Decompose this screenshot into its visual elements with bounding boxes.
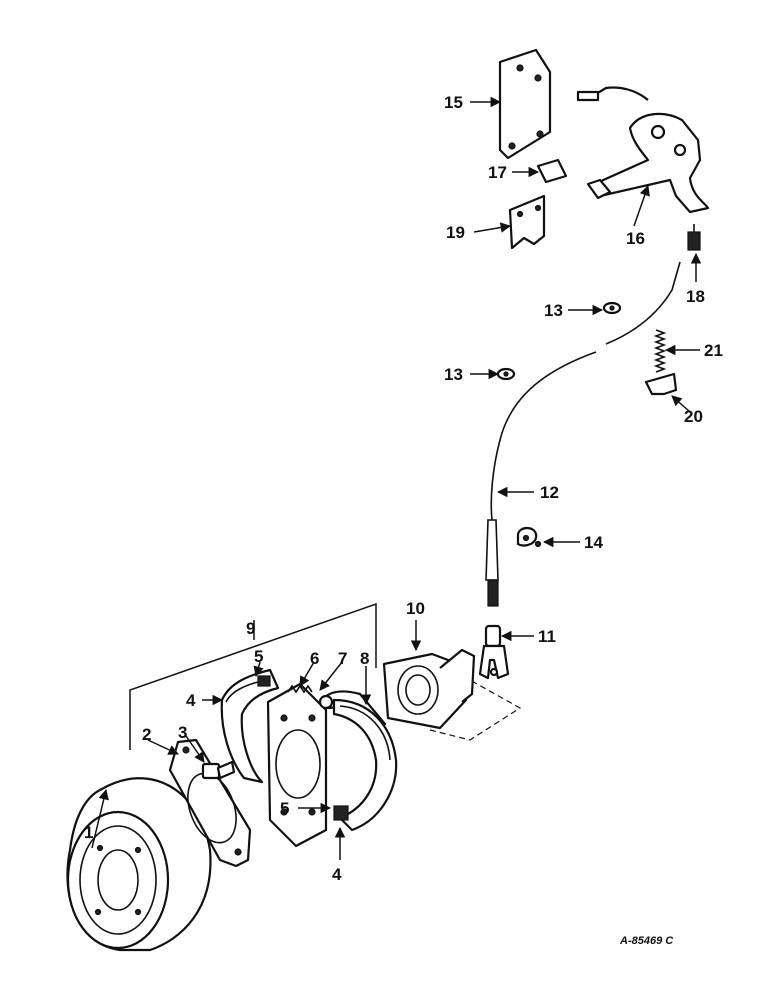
backing-plate xyxy=(266,682,328,848)
callout-10: 10 xyxy=(406,599,425,618)
pedal-assembly xyxy=(576,86,710,214)
clevis xyxy=(478,624,510,680)
cable-clamp xyxy=(516,526,542,548)
callout-3: 3 xyxy=(178,723,187,742)
callout-19: 19 xyxy=(446,223,465,242)
callout-21: 21 xyxy=(704,341,723,360)
callout-11: 11 xyxy=(538,627,556,646)
callout-labels: 1 2 3 4 4 5 5 6 7 8 9 10 11 12 13 13 14 … xyxy=(84,93,723,884)
callout-5b: 5 xyxy=(280,799,289,818)
bracket xyxy=(508,194,546,250)
lower-brake-shoe xyxy=(332,698,398,832)
callout-15: 15 xyxy=(444,93,463,112)
gasket xyxy=(168,738,252,868)
cable-end-fitting xyxy=(687,224,701,251)
mounting-plate xyxy=(498,48,552,160)
housing xyxy=(382,648,476,730)
callout-13b: 13 xyxy=(444,365,463,384)
callout-5a: 5 xyxy=(254,647,263,666)
callout-13a: 13 xyxy=(544,301,563,320)
callout-16: 16 xyxy=(626,229,645,248)
cable-clip-lower xyxy=(496,367,516,381)
callout-9: 9 xyxy=(246,619,255,638)
callout-7: 7 xyxy=(338,649,347,668)
spring-bracket xyxy=(644,372,678,396)
callout-8: 8 xyxy=(360,649,369,668)
callout-6: 6 xyxy=(310,649,319,668)
brake-cable xyxy=(485,261,681,607)
pedal-pad xyxy=(536,158,568,184)
callout-20: 20 xyxy=(684,407,703,426)
bolt xyxy=(201,760,236,780)
callout-4a: 4 xyxy=(186,691,196,710)
callout-4b: 4 xyxy=(332,865,342,884)
callout-18: 18 xyxy=(686,287,705,306)
callout-1: 1 xyxy=(84,823,93,842)
return-spring xyxy=(653,329,667,373)
cable-clip-upper xyxy=(602,301,622,315)
callout-2: 2 xyxy=(142,725,151,744)
leader-lines xyxy=(91,96,702,860)
assembly-dashed-line xyxy=(429,679,522,741)
group-bracket xyxy=(129,602,377,750)
callout-14: 14 xyxy=(584,533,603,552)
callout-12: 12 xyxy=(540,483,559,502)
callout-17: 17 xyxy=(488,163,507,182)
figure-reference-code: A-85469 C xyxy=(619,935,674,947)
